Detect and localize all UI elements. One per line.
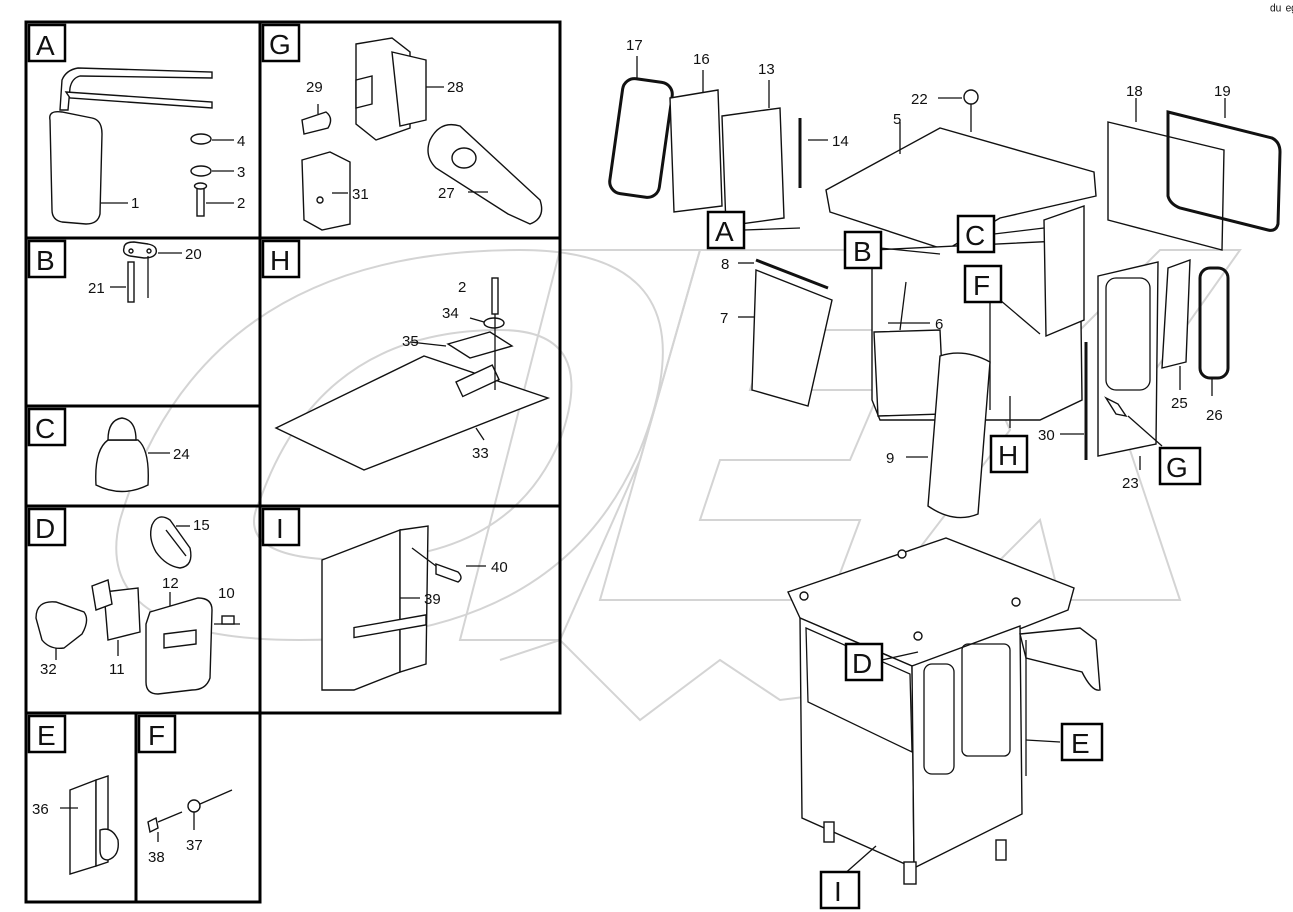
svg-text:40: 40: [491, 559, 508, 576]
callout-a: A: [715, 216, 734, 247]
svg-text:37: 37: [186, 837, 203, 854]
svg-text:26: 26: [1206, 407, 1223, 424]
callout-i: I: [834, 876, 842, 907]
svg-text:23: 23: [1122, 475, 1139, 492]
callout-h: H: [998, 440, 1018, 471]
svg-text:17: 17: [626, 37, 643, 54]
panel-label-d: D: [35, 513, 55, 544]
svg-text:3: 3: [237, 164, 245, 181]
callout-f: F: [973, 270, 990, 301]
svg-text:16: 16: [693, 51, 710, 68]
callout-g: G: [1166, 452, 1188, 483]
svg-text:10: 10: [218, 585, 235, 602]
svg-text:36: 36: [32, 801, 49, 818]
svg-text:25: 25: [1171, 395, 1188, 412]
svg-text:15: 15: [193, 517, 210, 534]
panel-label-c: C: [35, 413, 55, 444]
svg-text:11: 11: [109, 661, 125, 678]
corner-mark: ᵈᵘ ᵉᵍ: [1270, 2, 1293, 19]
svg-text:35: 35: [402, 333, 419, 350]
panel-b-parts: 20 21: [88, 241, 202, 303]
panel-i-parts: 40 39: [321, 525, 508, 691]
svg-text:34: 34: [442, 305, 459, 322]
svg-text:33: 33: [472, 445, 489, 462]
main-cab-exploded: 17 16 13 14 22 5 18 19: [608, 37, 1282, 519]
svg-text:21: 21: [88, 280, 105, 297]
panel-label-i: I: [276, 513, 284, 544]
panel-label-e: E: [37, 720, 56, 751]
svg-text:2: 2: [237, 195, 245, 212]
svg-text:18: 18: [1126, 83, 1143, 100]
svg-text:39: 39: [424, 591, 441, 608]
panel-f-parts: 38 37: [147, 789, 233, 866]
panel-g-parts: 28 29 31 27: [301, 37, 543, 231]
panel-h-parts: 35 34 2 33: [274, 277, 551, 471]
svg-text:1: 1: [131, 195, 139, 212]
panel-label-a: A: [36, 30, 55, 61]
svg-text:12: 12: [162, 575, 179, 592]
svg-text:7: 7: [720, 310, 728, 327]
callout-d: D: [852, 648, 872, 679]
svg-text:4: 4: [237, 133, 245, 150]
svg-text:14: 14: [832, 133, 849, 150]
svg-text:2: 2: [458, 279, 466, 296]
panel-label-g: G: [269, 29, 291, 60]
assembled-cab: [787, 537, 1101, 885]
svg-text:8: 8: [721, 256, 729, 273]
callout-c: C: [965, 220, 985, 251]
panel-label-f: F: [148, 720, 165, 751]
panel-labels: A B C D E F G H I: [27, 23, 301, 754]
svg-text:28: 28: [447, 79, 464, 96]
panel-c-parts: 24: [95, 417, 190, 493]
svg-text:30: 30: [1038, 427, 1055, 444]
panel-a-mirror: 1 4 3 2: [49, 67, 245, 225]
svg-text:32: 32: [40, 661, 57, 678]
panel-d-parts: 15 12 10 32 11: [35, 516, 240, 695]
svg-text:24: 24: [173, 446, 190, 463]
svg-text:9: 9: [886, 450, 894, 467]
svg-text:31: 31: [352, 186, 369, 203]
panel-label-h: H: [270, 245, 290, 276]
svg-text:22: 22: [911, 91, 928, 108]
svg-text:5: 5: [893, 111, 901, 128]
svg-text:29: 29: [306, 79, 323, 96]
main-callouts: A B C F H G D E I: [706, 210, 1202, 910]
svg-text:38: 38: [148, 849, 165, 866]
svg-text:19: 19: [1214, 83, 1231, 100]
svg-text:13: 13: [758, 61, 775, 78]
svg-text:6: 6: [935, 316, 943, 333]
panel-label-b: B: [36, 245, 55, 276]
svg-text:27: 27: [438, 185, 455, 202]
callout-e: E: [1071, 728, 1090, 759]
callout-b: B: [853, 236, 872, 267]
panel-grid: [24, 20, 562, 904]
panel-e-parts: 36: [32, 775, 119, 875]
svg-text:20: 20: [185, 246, 202, 263]
